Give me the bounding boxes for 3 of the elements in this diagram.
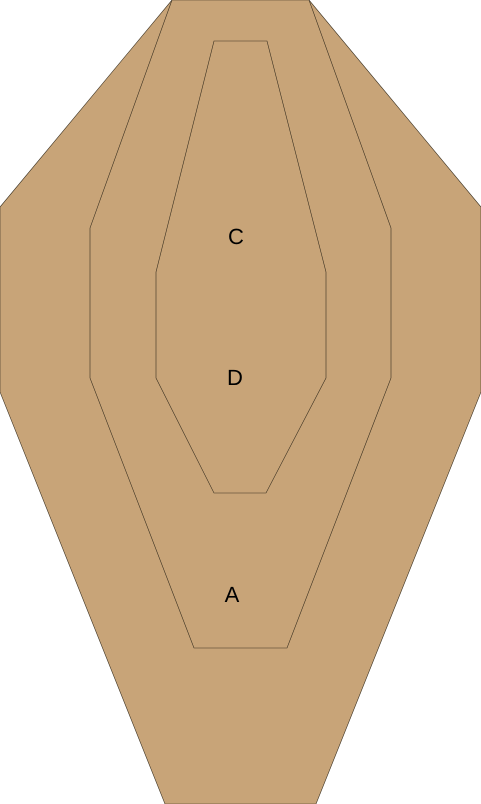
zone-label: C: [228, 226, 244, 248]
zone-label: A: [224, 584, 240, 606]
zone-label: D: [227, 367, 243, 389]
